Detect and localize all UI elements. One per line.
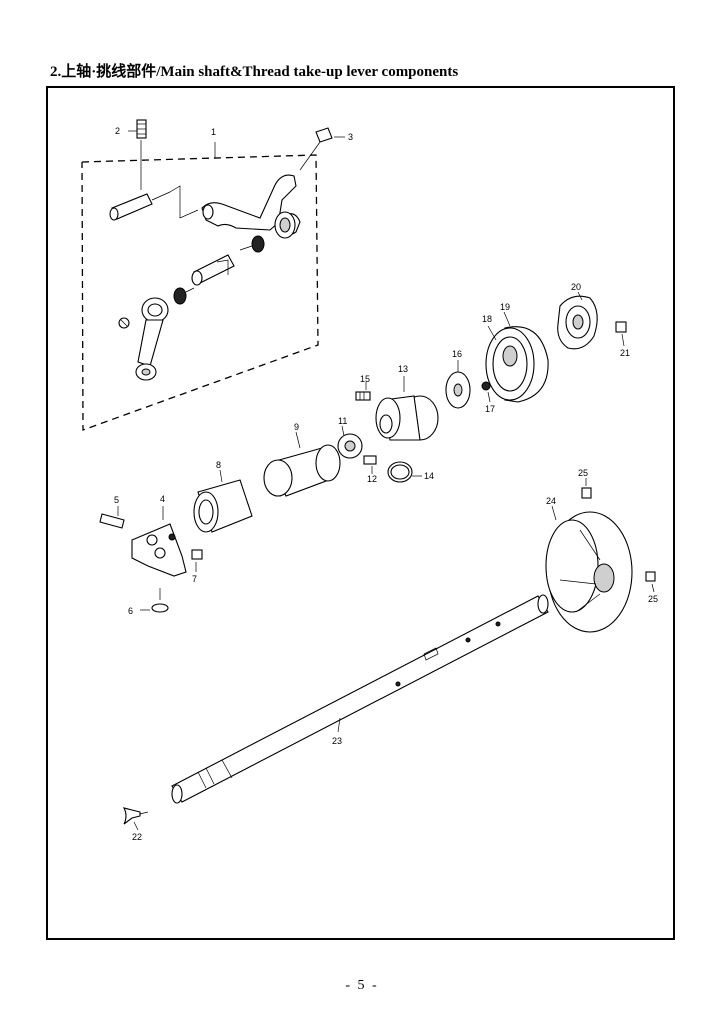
callout-11: 11: [338, 416, 347, 426]
callout-15: 15: [360, 374, 370, 384]
diagram-frame: [46, 86, 675, 940]
part-11-collar: [337, 425, 363, 459]
part-21-screw: [615, 321, 627, 347]
callout-4: 4: [160, 494, 165, 504]
callout-13: 13: [398, 364, 408, 374]
callout-19: 19: [500, 302, 510, 312]
callout-6: 6: [128, 606, 133, 616]
callout-labels: 1 2 3 4 5 6 7 8 9 11 12 13 14 15 16 17 1…: [114, 126, 658, 842]
connecting-rod: [118, 297, 169, 381]
part-6-screw: [140, 588, 169, 613]
page-number: - 5 -: [345, 978, 379, 993]
callout-18: 18: [482, 314, 492, 324]
part-14-ring: [387, 461, 422, 483]
part-25-setscrew-side: [645, 571, 656, 593]
part-25-setscrew-top: [581, 478, 592, 499]
callout-3: 3: [348, 132, 353, 142]
section-heading: 2.上轴·挑线部件/Main shaft&Thread take-up leve…: [50, 64, 459, 80]
part-8-bushing: [193, 469, 253, 533]
needle-bearing-upper: [239, 235, 265, 253]
callout-23: 23: [332, 736, 342, 746]
callout-8: 8: [216, 460, 221, 470]
crank-pin: [173, 254, 235, 305]
part-12-screw: [363, 455, 377, 474]
callout-2: 2: [115, 126, 120, 136]
part-22-screw: [122, 807, 149, 831]
part-20-cam: [557, 291, 598, 350]
callout-7: 7: [192, 574, 197, 584]
part-17-screw: [481, 381, 491, 403]
part-18-19-eccentric: [485, 311, 549, 403]
part-13-collar: [375, 376, 439, 441]
part-23-main-shaft: [171, 594, 549, 804]
part-2-pin: [109, 119, 199, 221]
callout-9: 9: [294, 422, 299, 432]
callout-25-side: 25: [648, 594, 658, 604]
assembly-boundary: [81, 142, 319, 431]
part-3-screw: [299, 127, 345, 171]
callout-20: 20: [571, 282, 581, 292]
part-9-sleeve: [263, 431, 341, 497]
part-5-screw: [99, 506, 125, 529]
part-4-block: [131, 506, 187, 577]
callout-14: 14: [424, 471, 434, 481]
callout-25-top: 25: [578, 468, 588, 478]
part-7-screw: [191, 549, 203, 572]
callout-22: 22: [132, 832, 142, 842]
callout-12: 12: [367, 474, 377, 484]
callout-24: 24: [546, 496, 556, 506]
part-24-handwheel: [545, 505, 633, 633]
part-15-screw: [355, 382, 371, 401]
callout-16: 16: [452, 349, 462, 359]
callout-5: 5: [114, 495, 119, 505]
take-up-lever: [201, 174, 301, 239]
callout-17: 17: [485, 404, 495, 414]
callout-1: 1: [211, 127, 216, 137]
callout-21: 21: [620, 348, 630, 358]
part-16-washer: [445, 360, 471, 409]
